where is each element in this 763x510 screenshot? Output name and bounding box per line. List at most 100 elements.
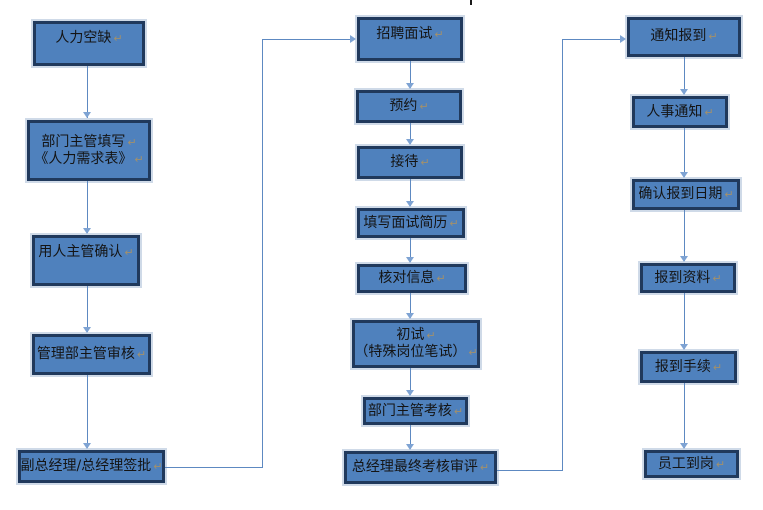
node-initial-test-written[interactable]: 初试↵ （特殊岗位笔试）↵ <box>352 320 480 368</box>
node-reception[interactable]: 接待↵ <box>357 146 463 179</box>
node-label: 人事通知↵ <box>646 104 713 121</box>
node-verify-information[interactable]: 核对信息↵ <box>357 264 467 293</box>
arrow-down-icon <box>406 444 414 450</box>
arrow-down-icon <box>406 83 414 89</box>
return-mark-icon: ↵ <box>136 348 147 361</box>
node-report-materials[interactable]: 报到资料↵ <box>640 263 736 293</box>
return-mark-icon: ↵ <box>453 404 464 418</box>
return-mark-icon: ↵ <box>113 32 123 45</box>
connector-right-3 <box>684 210 685 261</box>
connector-left-1 <box>87 66 88 118</box>
node-label-text: 核对信息 <box>378 270 435 286</box>
arrow-down-icon <box>83 327 91 333</box>
node-gm-final-assessment[interactable]: 总经理最终考核审评↵ <box>344 451 497 484</box>
node-appointment[interactable]: 预约↵ <box>356 90 462 123</box>
connector-approval-to-interview-h2 <box>262 39 351 40</box>
return-mark-icon: ↵ <box>124 246 134 259</box>
arrow-down-icon <box>680 344 688 350</box>
return-mark-icon: ↵ <box>420 156 430 169</box>
arrow-right-icon <box>620 35 626 43</box>
return-mark-icon: ↵ <box>426 329 436 342</box>
node-confirm-report-date[interactable]: 确认报到日期↵ <box>632 179 740 210</box>
arrow-down-icon <box>406 201 414 207</box>
return-mark-icon: ↵ <box>436 272 446 285</box>
arrow-down-icon <box>83 443 91 449</box>
return-mark-icon: ↵ <box>134 152 144 166</box>
node-user-supervisor-confirm[interactable]: 用人主管确认↵ <box>32 235 140 286</box>
arrow-down-icon <box>406 313 414 319</box>
connector-left-4 <box>87 375 88 448</box>
arrow-right-icon <box>350 35 356 43</box>
node-dept-head-fills-demand-form[interactable]: 部门主管填写↵ 《人力需求表》↵ <box>27 120 151 181</box>
node-label-text: 人事通知 <box>646 103 703 120</box>
node-dept-supervisor-assessment[interactable]: 部门主管考核↵ <box>363 397 468 425</box>
node-label-text: 初试 <box>396 327 425 343</box>
connector-assessment-to-notify-h2 <box>562 39 622 40</box>
connector-right-1 <box>684 57 685 94</box>
return-mark-icon: ↵ <box>449 216 459 230</box>
return-mark-icon: ↵ <box>419 100 429 113</box>
node-manpower-vacancy[interactable]: 人力空缺↵ <box>33 21 145 66</box>
node-label: 部门主管填写↵ <box>41 134 136 151</box>
node-label-text: 报到手续 <box>654 358 711 375</box>
node-label: 确认报到日期↵ <box>638 186 733 203</box>
return-mark-icon: ↵ <box>708 30 718 43</box>
node-label: 人力空缺↵ <box>55 30 122 47</box>
connector-left-3 <box>87 286 88 332</box>
node-label-text: 招聘面试 <box>376 26 433 42</box>
node-admin-dept-supervisor-review[interactable]: 管理部主管审核↵ <box>32 334 151 375</box>
node-label-text: 人力空缺 <box>55 30 112 46</box>
connector-middle-1 <box>410 61 411 88</box>
node-hr-notification[interactable]: 人事通知↵ <box>632 96 728 128</box>
arrow-down-icon <box>680 443 688 449</box>
connector-middle-3 <box>410 179 411 206</box>
node-label: （特殊岗位笔试）↵ <box>354 344 477 361</box>
return-mark-icon: ↵ <box>479 461 490 474</box>
connector-assessment-to-notify-h1 <box>497 470 563 471</box>
node-label-text: 填写面试简历 <box>363 214 448 231</box>
return-mark-icon: ↵ <box>468 346 478 359</box>
return-mark-icon: ↵ <box>704 105 714 119</box>
node-label: 填写面试简历↵ <box>363 215 458 232</box>
node-notify-report[interactable]: 通知报到↵ <box>627 17 741 57</box>
node-label: 报到手续↵ <box>655 359 722 376</box>
node-label-text: 预约 <box>389 98 418 114</box>
node-fill-interview-resume[interactable]: 填写面试简历↵ <box>357 208 465 238</box>
node-label-text: 副总经理/总经理签批 <box>20 458 152 474</box>
node-label-text: 部门主管考核 <box>367 402 452 419</box>
node-label: 招聘面试↵ <box>376 26 443 43</box>
node-report-procedures[interactable]: 报到手续↵ <box>640 351 737 383</box>
node-label: 预约↵ <box>389 98 428 115</box>
node-label-text: 总经理最终考核审评 <box>351 459 478 475</box>
node-label: 《人力需求表》↵ <box>34 151 143 168</box>
node-label-text: 通知报到 <box>650 28 707 44</box>
node-label-text: 用人主管确认 <box>38 244 123 260</box>
connector-middle-5 <box>410 293 411 318</box>
connector-right-5 <box>684 383 685 448</box>
node-vice-gm-gm-approval[interactable]: 副总经理/总经理签批↵ <box>18 450 165 483</box>
return-mark-icon: ↵ <box>153 460 163 473</box>
arrow-down-icon <box>406 390 414 396</box>
connector-approval-to-interview-v <box>262 39 263 468</box>
arrow-down-icon <box>406 139 414 145</box>
node-label: 用人主管确认↵ <box>38 244 133 261</box>
return-mark-icon: ↵ <box>434 28 444 41</box>
connector-middle-7 <box>410 425 411 449</box>
connector-middle-2 <box>410 123 411 144</box>
node-employee-on-post[interactable]: 员工到岗↵ <box>644 450 739 478</box>
node-label-text: 《人力需求表》 <box>34 150 133 167</box>
node-label: 部门主管考核↵ <box>368 403 463 420</box>
arrow-down-icon <box>680 172 688 178</box>
node-label: 核对信息↵ <box>378 270 445 287</box>
node-label: 报到资料↵ <box>654 270 721 287</box>
connector-middle-4 <box>410 238 411 262</box>
arrow-down-icon <box>83 228 91 234</box>
node-label: 管理部主管审核↵ <box>37 346 146 363</box>
node-label: 接待↵ <box>390 154 429 171</box>
return-mark-icon: ↵ <box>724 188 734 201</box>
node-recruitment-interview[interactable]: 招聘面试↵ <box>357 17 463 61</box>
connector-approval-to-interview-h1 <box>165 467 262 468</box>
arrow-down-icon <box>680 89 688 95</box>
node-label-text: 部门主管填写 <box>41 133 126 150</box>
arrow-down-icon <box>83 112 91 118</box>
